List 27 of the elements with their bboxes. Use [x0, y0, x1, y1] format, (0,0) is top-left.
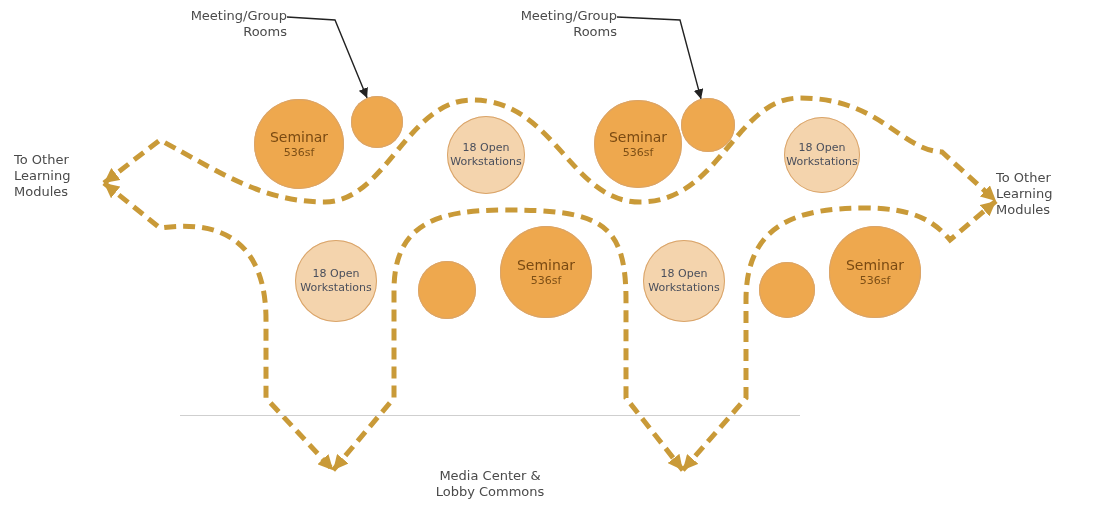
room-name: Seminar — [269, 128, 329, 146]
destination-label: To Other Learning Modules — [14, 152, 104, 200]
room-area: 536sf — [530, 273, 562, 288]
leader-line — [286, 16, 368, 99]
room-area: 536sf — [622, 145, 654, 160]
circulation-arrow — [331, 207, 685, 472]
meeting-room-circle — [759, 262, 815, 318]
area-label: 18 Open Workstations — [647, 267, 721, 295]
circulation-arrow — [102, 95, 998, 205]
room-name: Seminar — [608, 128, 668, 146]
circulation-arrow — [680, 199, 998, 472]
area-label: 18 Open Workstations — [449, 141, 523, 169]
meeting-room-circle — [418, 261, 476, 319]
room-area: 536sf — [283, 145, 315, 160]
meeting-room-circle — [351, 96, 403, 148]
circulation-arrow — [102, 181, 335, 472]
media-center-area: Media Center & Lobby Commons — [180, 415, 800, 507]
area-label: 18 Open Workstations — [299, 267, 373, 295]
callout-label: Meeting/Group Rooms — [505, 8, 617, 40]
room-name: Seminar — [845, 256, 905, 274]
room-area: 536sf — [859, 273, 891, 288]
callout-label: Meeting/Group Rooms — [175, 8, 287, 40]
meeting-room-circle — [681, 98, 735, 152]
area-label: 18 Open Workstations — [785, 141, 859, 169]
destination-label: To Other Learning Modules — [996, 170, 1091, 218]
room-name: Seminar — [516, 256, 576, 274]
leader-line — [616, 16, 704, 100]
